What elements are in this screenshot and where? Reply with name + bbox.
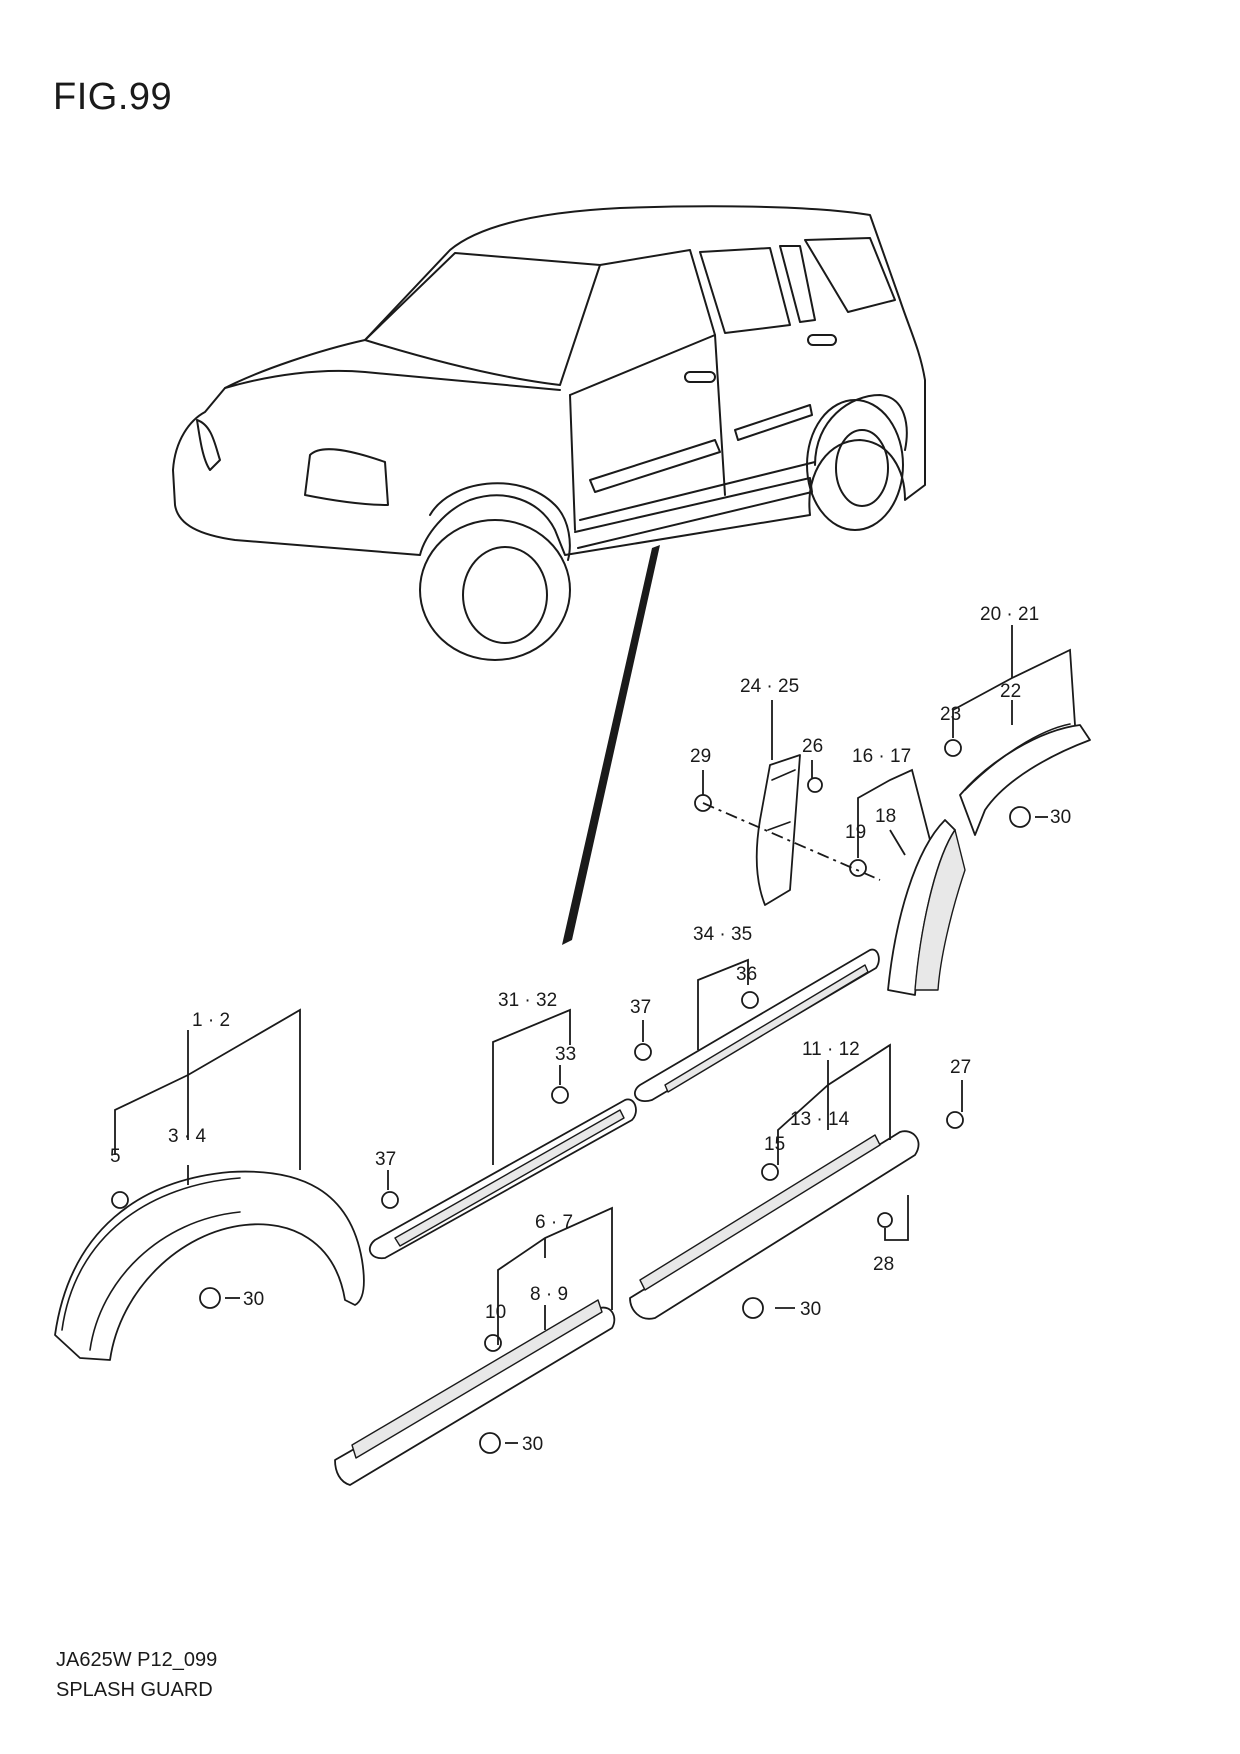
- callout-18: 18: [875, 806, 896, 827]
- callout-15: 15: [764, 1134, 785, 1155]
- callout-1-2: 1 · 2: [192, 1010, 230, 1031]
- figure-name: SPLASH GUARD: [56, 1679, 213, 1701]
- front-sill-moulding: [334, 1299, 616, 1486]
- callout-29: 29: [690, 746, 711, 767]
- callout-11-12: 11 · 12: [802, 1039, 860, 1060]
- callout-30-d: 30: [1050, 807, 1071, 828]
- callout-33: 33: [555, 1044, 576, 1065]
- pillar-bracket: [755, 754, 801, 906]
- callout-30-a: 30: [243, 1289, 264, 1310]
- callout-23: 23: [940, 704, 961, 725]
- rear-fender-flare: [959, 723, 1091, 836]
- callout-8-9: 8 · 9: [530, 1284, 568, 1305]
- callout-31-32: 31 · 32: [498, 990, 557, 1011]
- figure-code: JA625W P12_099: [56, 1649, 218, 1671]
- front-fender-flare: [54, 1170, 365, 1361]
- rear-sill-moulding: [629, 1130, 920, 1320]
- callout-37-a: 37: [375, 1149, 396, 1170]
- figure-title: FIG.99: [53, 76, 173, 118]
- callout-19: 19: [845, 822, 866, 843]
- callout-22: 22: [1000, 681, 1021, 702]
- fasteners: [111, 739, 1031, 1454]
- callout-36: 36: [736, 964, 757, 985]
- callout-5: 5: [110, 1146, 121, 1167]
- vehicle-outline: [172, 205, 926, 661]
- callout-26: 26: [802, 736, 823, 757]
- callout-16-17: 16 · 17: [852, 746, 911, 767]
- callout-34-35: 34 · 35: [693, 924, 752, 945]
- rear-arch-moulding: [887, 819, 966, 996]
- callout-30-c: 30: [800, 1299, 821, 1320]
- callout-37-b: 37: [630, 997, 651, 1018]
- callout-13-14: 13 · 14: [790, 1109, 850, 1130]
- callout-27: 27: [950, 1057, 971, 1078]
- leader-lines: [114, 625, 1076, 1444]
- front-door-moulding: [368, 1098, 637, 1260]
- callout-6-7: 6 · 7: [535, 1212, 573, 1233]
- callout-3-4: 3 · 4: [168, 1126, 206, 1147]
- callout-28: 28: [873, 1254, 894, 1275]
- callout-10: 10: [485, 1302, 506, 1323]
- callout-30-b: 30: [522, 1434, 543, 1455]
- callout-24-25: 24 · 25: [740, 676, 799, 697]
- callout-labels: 1 · 2 3 · 4 5 30 6 · 7 8 · 9 10 30 31 · …: [110, 604, 1071, 1455]
- callout-20-21: 20 · 21: [980, 604, 1039, 625]
- pointer-wedge: [562, 545, 660, 945]
- rear-door-moulding: [634, 948, 880, 1102]
